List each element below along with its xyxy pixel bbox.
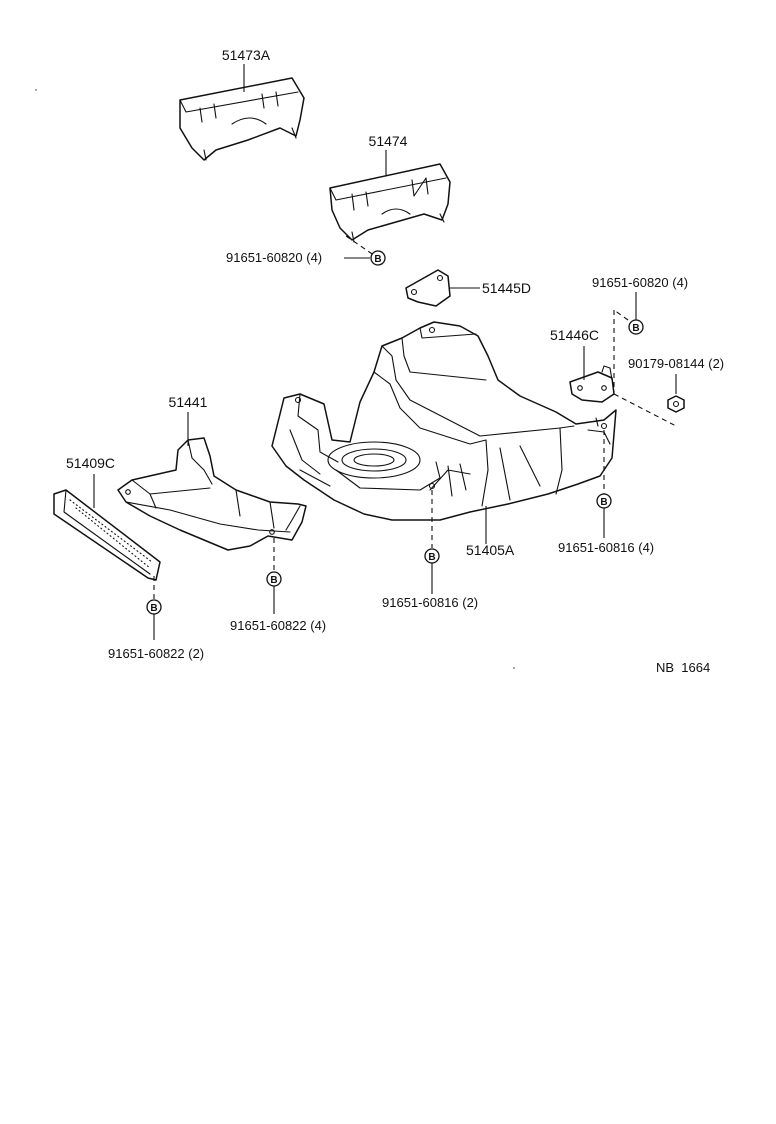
svg-text:51474: 51474 (369, 133, 408, 149)
part-51409C-strip (53, 489, 161, 581)
svg-text:B: B (374, 254, 381, 265)
label-51446C: 51446C (550, 327, 599, 380)
svg-text:91651-60820 (4): 91651-60820 (4) (226, 250, 322, 265)
bolt-b-icon (370, 250, 386, 266)
svg-text:B: B (632, 323, 639, 334)
svg-text:51409C: 51409C (66, 455, 115, 471)
svg-text:B: B (600, 497, 607, 508)
diagram-code: NB 1664 (656, 660, 710, 675)
svg-text:B: B (428, 552, 435, 563)
fastener-91651-60816-center: B 91651-60816 (2) (382, 490, 478, 610)
svg-text:51445D: 51445D (482, 280, 531, 296)
bolt-b-icon (628, 319, 644, 335)
fastener-91651-60822-center: B 91651-60822 (4) (230, 538, 326, 633)
label-51405A: 51405A (466, 506, 515, 558)
fastener-91651-60820-right: 91651-60820 (4) B (592, 275, 688, 392)
speck (35, 89, 37, 91)
label-51445D: 51445D (450, 280, 531, 296)
svg-text:91651-60816 (2): 91651-60816 (2) (382, 595, 478, 610)
svg-text:91651-60820 (4): 91651-60820 (4) (592, 275, 688, 290)
fastener-91651-60820-left: B 91651-60820 (4) (226, 235, 386, 266)
svg-text:B: B (270, 575, 277, 586)
svg-text:51405A: 51405A (466, 542, 515, 558)
label-51473A: 51473A (222, 47, 271, 92)
label-51409C: 51409C (66, 455, 115, 508)
speck (513, 667, 515, 669)
part-51473A-shield (179, 77, 305, 161)
svg-text:51441: 51441 (169, 394, 208, 410)
svg-text:90179-08144 (2): 90179-08144 (2) (628, 356, 724, 371)
svg-text:91651-60822 (2): 91651-60822 (2) (108, 646, 204, 661)
part-51446C-bracket (569, 365, 615, 403)
part-51445D-plate (405, 269, 451, 307)
svg-text:51446C: 51446C (550, 327, 599, 343)
fastener-91651-60822-left: B 91651-60822 (2) (108, 576, 204, 661)
svg-text:91651-60822 (4): 91651-60822 (4) (230, 618, 326, 633)
part-51474-shield (329, 163, 451, 243)
fastener-91651-60816-right: B 91651-60816 (4) (558, 430, 654, 555)
part-51441-shield (117, 437, 307, 551)
label-51441: 51441 (169, 394, 208, 446)
svg-text:91651-60816 (4): 91651-60816 (4) (558, 540, 654, 555)
label-51474: 51474 (369, 133, 408, 176)
svg-text:51473A: 51473A (222, 47, 271, 63)
svg-text:B: B (150, 603, 157, 614)
nut-icon (667, 395, 685, 413)
part-51405A-main-shield (271, 321, 617, 521)
fastener-90179-08144: 90179-08144 (2) (613, 356, 724, 427)
